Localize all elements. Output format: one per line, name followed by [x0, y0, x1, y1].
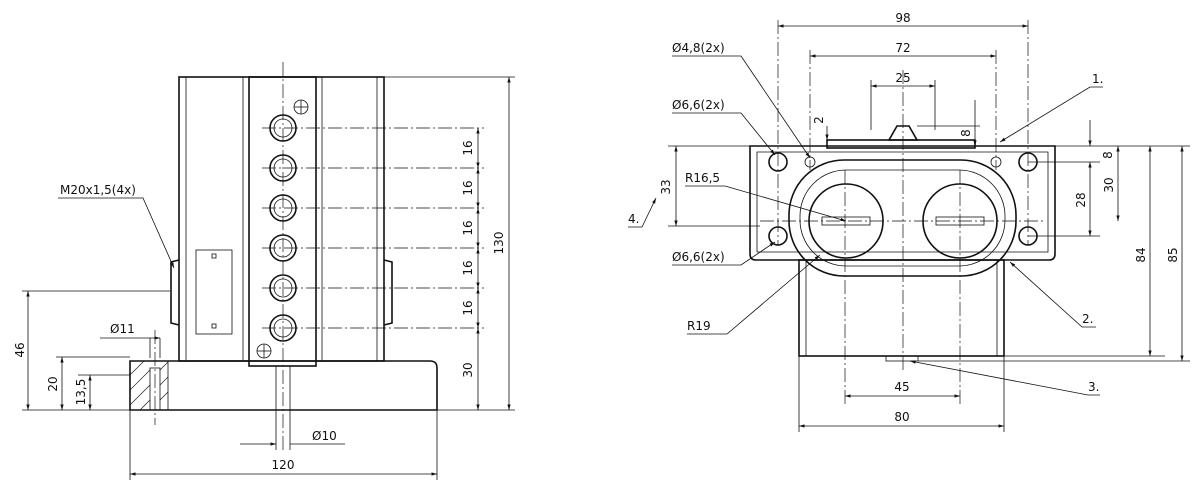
- hole-4-8-label: Ø4,8(2x): [672, 41, 725, 55]
- left-view: 16 16 16 16 16 30 130 46 20 13,5 Ø11 Ø10: [13, 62, 515, 480]
- dim-45-label: 45: [894, 380, 909, 394]
- height-130-label: 130: [492, 232, 506, 255]
- radius-16-5-label: R16,5: [685, 171, 720, 185]
- dia-11-label: Ø11: [110, 322, 135, 336]
- dim-28-label: 28: [1074, 192, 1088, 207]
- pitch-label-5: 16: [461, 300, 475, 315]
- dim-2-label: 2: [812, 116, 826, 124]
- dim-46-label: 46: [13, 342, 27, 357]
- pitch-label-1: 16: [461, 140, 475, 155]
- dia-10-label: Ø10: [312, 429, 337, 443]
- hole-6-6-top-label: Ø6,6(2x): [672, 98, 725, 112]
- dim-8-right-label: 8: [1101, 151, 1115, 159]
- dim-98-label: 98: [895, 11, 910, 25]
- pitch-label-3: 16: [461, 220, 475, 235]
- right-view: 98 72 25 2 8 8 28 30 84 85 3: [628, 11, 1190, 432]
- dim-72-label: 72: [895, 41, 910, 55]
- dim-30-label: 30: [1102, 177, 1116, 192]
- callout-3-label: 3.: [1088, 380, 1099, 394]
- dim-25-label: 25: [895, 71, 910, 85]
- callout-4-label: 4.: [628, 212, 639, 226]
- width-120-label: 120: [272, 458, 295, 472]
- callout-1-label: 1.: [1092, 72, 1103, 86]
- dim-20-label: 20: [46, 376, 60, 391]
- callout-2-label: 2.: [1082, 312, 1093, 326]
- dim-80-label: 80: [894, 410, 909, 424]
- radius-19-label: R19: [687, 319, 711, 333]
- base-offset-label: 30: [461, 362, 475, 377]
- pitch-label-2: 16: [461, 180, 475, 195]
- dim-33-label: 33: [659, 179, 673, 194]
- contact-holes: [256, 99, 484, 359]
- pitch-label-4: 16: [461, 260, 475, 275]
- dim-84-label: 84: [1134, 247, 1148, 262]
- dim-85-label: 85: [1166, 247, 1180, 262]
- dim-13-5-label: 13,5: [74, 379, 88, 406]
- section-hatch: [129, 360, 169, 411]
- thread-label: M20x1,5(4x): [60, 183, 136, 197]
- dim-8-top-label: 8: [959, 129, 973, 137]
- hole-6-6-bottom-label: Ø6,6(2x): [672, 250, 725, 264]
